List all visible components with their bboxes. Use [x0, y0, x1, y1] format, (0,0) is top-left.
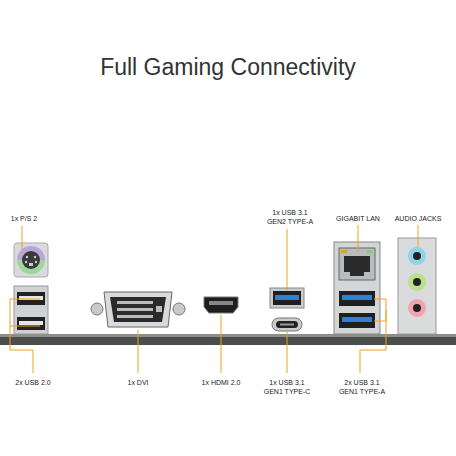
port-label: 1x USB 3.1 GEN1 TYPE-C: [261, 378, 313, 396]
port-label: 1x DVI: [126, 378, 149, 387]
port-label: 1x USB 3.1 GEN2 TYPE-A: [264, 208, 316, 226]
port-label: 1x P/S 2: [10, 214, 38, 223]
port-label: 2x USB 2.0: [14, 378, 51, 387]
leader-lines: [10, 225, 418, 373]
port-label: 2x USB 3.1 GEN1 TYPE-A: [336, 378, 388, 396]
port-label: 1x HDMI 2.0: [201, 378, 242, 387]
port-label: AUDIO JACKS: [394, 214, 443, 223]
port-label: GIGABIT LAN: [335, 214, 381, 223]
title: Full Gaming Connectivity: [0, 54, 456, 81]
